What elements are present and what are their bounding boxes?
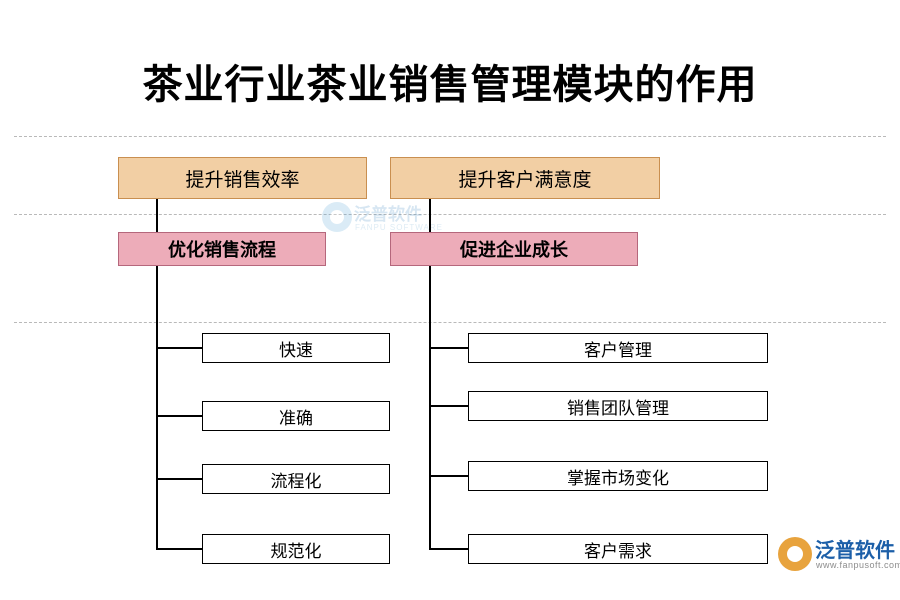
- node-leaf-b2-1[interactable]: 客户管理: [468, 333, 768, 363]
- brand-name: 泛普软件: [815, 540, 895, 562]
- page-title: 茶业行业茶业销售管理模块的作用: [142, 63, 758, 107]
- connector-b1-l1-l2: [156, 199, 158, 232]
- connector-b2-leaf-3: [429, 475, 468, 477]
- node-level2-branch1[interactable]: 优化销售流程: [118, 232, 326, 266]
- connector-b2-trunk: [429, 266, 431, 549]
- node-level2-branch2[interactable]: 促进企业成长: [390, 232, 638, 266]
- watermark-circle-icon: [322, 202, 352, 232]
- divider-middle: [14, 214, 886, 215]
- node-leaf-b1-4[interactable]: 规范化: [202, 534, 390, 564]
- node-level1-branch1[interactable]: 提升销售效率: [118, 157, 367, 199]
- brand-circle-icon: [778, 537, 812, 571]
- node-leaf-b2-4[interactable]: 客户需求: [468, 534, 768, 564]
- connector-b1-leaf-2: [156, 415, 202, 417]
- connector-b1-leaf-1: [156, 347, 202, 349]
- connector-b2-leaf-4: [429, 548, 468, 550]
- connector-b2-l1-l2: [429, 199, 431, 232]
- divider-top: [14, 136, 886, 137]
- node-leaf-b1-2[interactable]: 准确: [202, 401, 390, 431]
- connector-b1-leaf-4: [156, 548, 202, 550]
- watermark-brand: 泛普软件: [354, 205, 422, 224]
- connector-b2-leaf-1: [429, 347, 468, 349]
- connector-b2-leaf-2: [429, 405, 468, 407]
- node-leaf-b1-3[interactable]: 流程化: [202, 464, 390, 494]
- connector-b1-trunk: [156, 266, 158, 549]
- node-leaf-b2-3[interactable]: 掌握市场变化: [468, 461, 768, 491]
- node-leaf-b2-2[interactable]: 销售团队管理: [468, 391, 768, 421]
- brand-logo: 泛普软件 www.fanpusoft.com: [778, 534, 900, 584]
- node-level1-branch2[interactable]: 提升客户满意度: [390, 157, 660, 199]
- connector-b1-leaf-3: [156, 478, 202, 480]
- node-leaf-b1-1[interactable]: 快速: [202, 333, 390, 363]
- brand-url: www.fanpusoft.com: [816, 560, 900, 570]
- divider-lower: [14, 322, 886, 323]
